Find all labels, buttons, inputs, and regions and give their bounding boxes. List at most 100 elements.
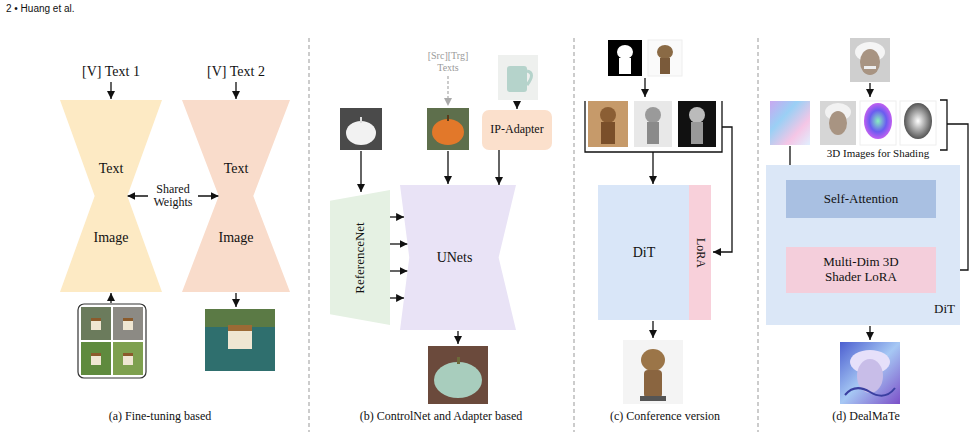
mask-image — [608, 40, 642, 76]
input-photo-grid — [123, 318, 133, 321]
input-label: 3D Images for Shading — [827, 147, 929, 160]
condition-images — [588, 101, 716, 147]
node-label: Image — [94, 230, 129, 246]
groot-output-image — [623, 340, 683, 404]
orange-pumpkin-photo — [427, 108, 469, 150]
shading-images — [904, 103, 932, 139]
groot-image — [660, 58, 670, 74]
green-pumpkin-photo — [428, 346, 488, 404]
condition-images — [600, 107, 616, 123]
connector-arrow — [390, 297, 404, 298]
groot-output-image — [623, 340, 683, 404]
condition-images — [588, 101, 628, 147]
mug-photo — [498, 55, 538, 100]
running-header: 2 • Huang et al. — [6, 3, 75, 15]
output-photo — [228, 325, 252, 331]
lora-strip: LoRA — [689, 185, 711, 320]
flow-arrow — [585, 78, 732, 338]
reference-net: ReferenceNet — [330, 190, 390, 325]
node-label: Text — [224, 161, 249, 177]
input-photo-grid — [91, 353, 101, 356]
groot-image — [657, 45, 673, 59]
shading-images — [864, 103, 892, 139]
mask-image — [619, 58, 631, 74]
node-label: Image — [219, 230, 254, 246]
mug-photo — [498, 55, 538, 100]
green-pumpkin-photo — [434, 362, 482, 398]
connector-arrow — [390, 216, 404, 217]
einstein-photo — [850, 38, 890, 82]
white-pumpkin-photo — [340, 108, 382, 150]
flow-arrow — [360, 151, 361, 192]
orange-pumpkin-photo — [447, 115, 449, 121]
flow-arrow — [110, 293, 111, 303]
shading-images — [770, 101, 810, 145]
condition-images — [645, 107, 661, 123]
condition-images — [678, 101, 716, 147]
node-label: Self-Attention — [824, 192, 898, 207]
panel-separator — [309, 38, 310, 432]
panel-separator — [574, 38, 575, 432]
node-label: DiT — [934, 302, 955, 317]
panel-caption: (d) DealMaTe — [832, 410, 899, 424]
encoder-hourglass: TextImage — [182, 100, 290, 292]
node-label: DiT — [633, 244, 656, 260]
panel-separator — [758, 38, 759, 432]
shader-lora-box: Multi-Dim 3D Shader LoRA — [786, 247, 936, 293]
encoder-hourglass-fill — [60, 100, 162, 292]
dashed-arrow — [447, 76, 448, 106]
output-photo — [205, 309, 275, 371]
input-photo-grid — [113, 342, 143, 375]
panel-separator — [309, 38, 758, 432]
green-pumpkin-photo — [428, 346, 488, 404]
white-pumpkin-photo — [346, 121, 376, 145]
groot-image — [648, 40, 682, 76]
shading-images — [900, 101, 936, 145]
einstein-painting — [840, 342, 900, 404]
input-photo-grid — [113, 307, 143, 340]
shading-images — [829, 111, 847, 135]
flow-arrow — [869, 326, 870, 340]
unet-shape: UNets — [400, 185, 516, 330]
flow-arrow — [235, 293, 236, 307]
input-photo-grid — [91, 318, 101, 321]
orange-pumpkin-photo — [427, 108, 469, 150]
node-label: Text — [99, 161, 124, 177]
output-photo — [228, 331, 252, 349]
adapter-box: IP-Adapter — [482, 110, 552, 150]
einstein-photo — [860, 49, 880, 75]
connector-arrow — [498, 150, 499, 185]
condition-images — [691, 122, 703, 144]
einstein-photo — [850, 38, 890, 82]
flow-arrow — [644, 78, 645, 97]
mug-photo — [527, 71, 532, 85]
input-photo-grid — [81, 342, 111, 375]
input-photo-grid — [78, 304, 146, 378]
flow-arrow — [652, 152, 653, 184]
flow-arrow — [110, 82, 111, 99]
input-photo-grid — [123, 321, 133, 330]
green-pumpkin-photo — [457, 357, 460, 364]
input-label: [V] Text 1 — [82, 64, 140, 80]
input-photo-grid — [123, 356, 133, 365]
flow-arrow — [940, 100, 947, 150]
flow-arrow — [447, 151, 448, 184]
orange-pumpkin-photo — [432, 119, 464, 145]
output-photo — [205, 309, 275, 371]
output-photo — [205, 309, 275, 327]
node-label: ReferenceNet — [353, 222, 368, 293]
flow-arrow — [585, 101, 722, 152]
input-label: [V] Text 2 — [207, 64, 265, 80]
input-photo-grid — [91, 356, 101, 365]
node-label: IP-Adapter — [490, 123, 543, 137]
white-pumpkin-photo — [340, 108, 382, 150]
groot-image — [648, 40, 682, 76]
einstein-painting — [845, 388, 895, 396]
node-label: Multi-Dim 3D Shader LoRA — [806, 255, 916, 285]
dit-block: DiT LoRA — [598, 185, 710, 320]
condition-images — [601, 122, 615, 144]
condition-images — [689, 107, 705, 123]
mug-photo — [507, 66, 527, 92]
unet-shape-fill — [400, 185, 516, 330]
